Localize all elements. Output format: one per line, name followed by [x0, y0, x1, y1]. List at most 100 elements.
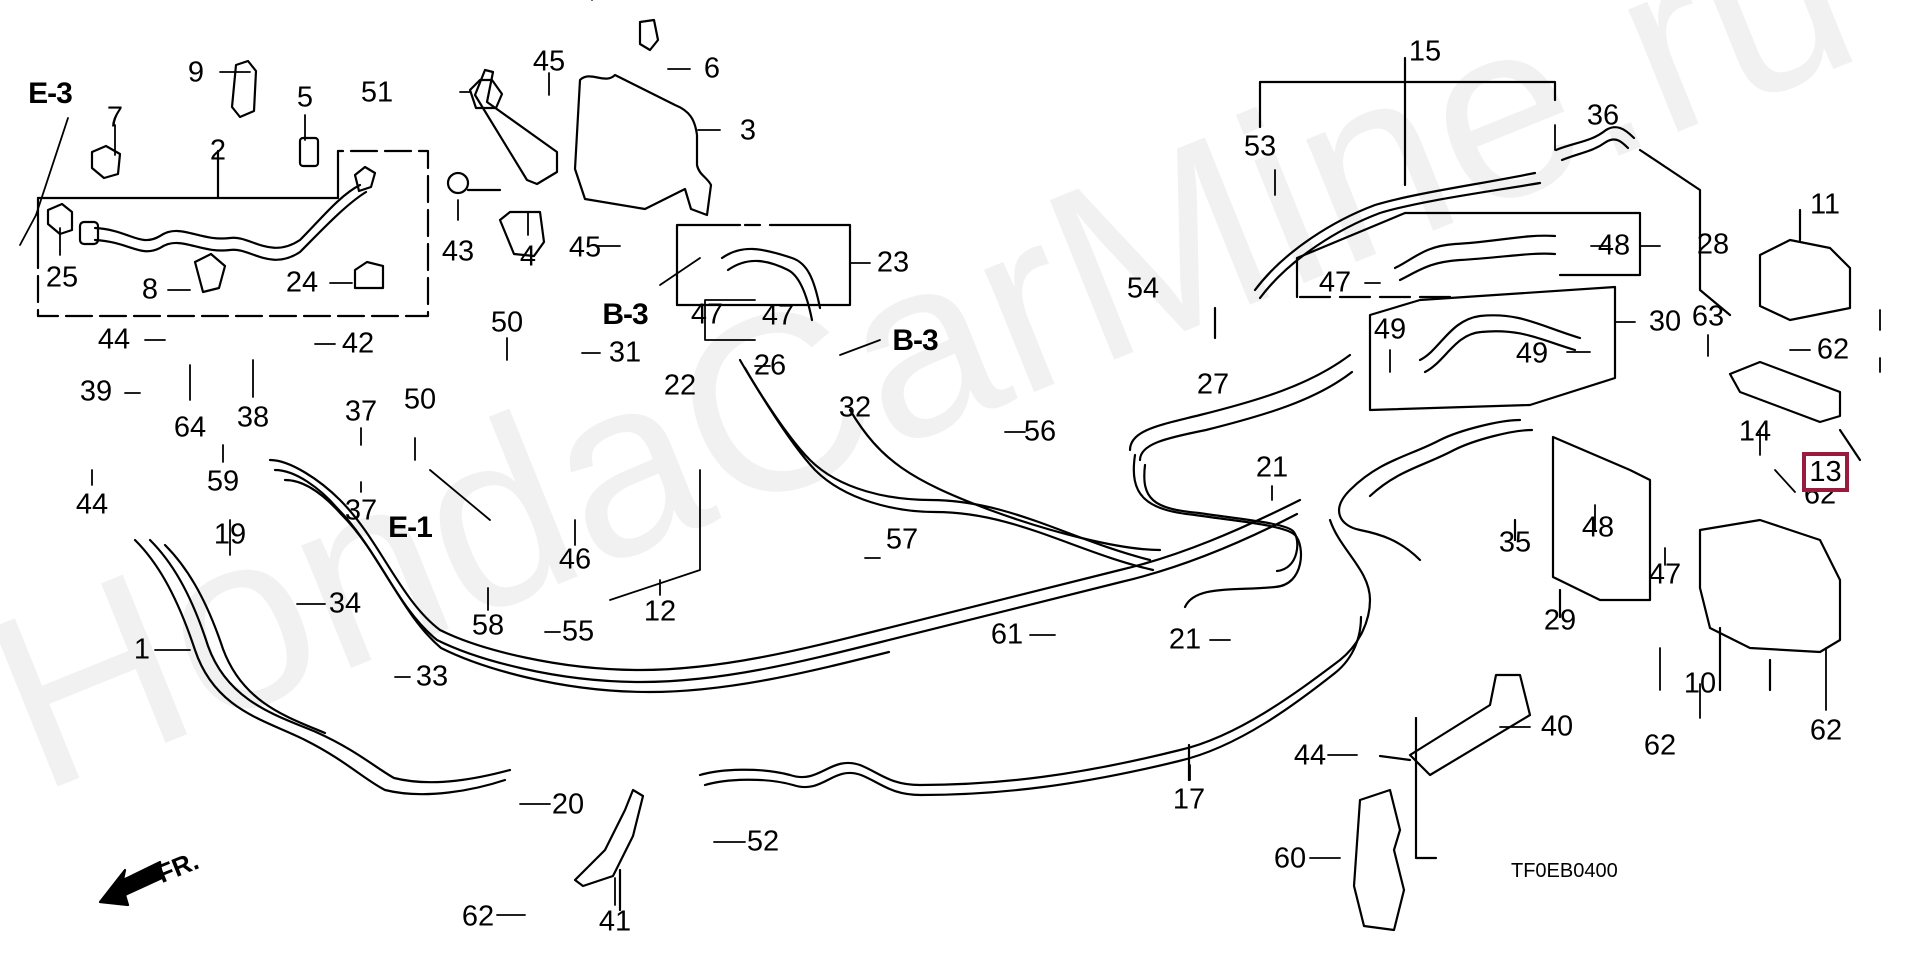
part-label[interactable]: 29	[1543, 604, 1577, 637]
part-label[interactable]: 3	[739, 114, 757, 147]
part-label[interactable]: 46	[558, 543, 592, 576]
part-label[interactable]: 41	[598, 905, 632, 938]
part-label[interactable]: 40	[1540, 710, 1574, 743]
part-label[interactable]: 33	[415, 660, 449, 693]
part-label[interactable]: 5	[296, 81, 314, 114]
group-box-29	[1551, 435, 1652, 619]
part-label[interactable]: 14	[1738, 415, 1772, 448]
part-label[interactable]: 62	[1643, 729, 1677, 762]
part-label[interactable]: 44	[1293, 739, 1327, 772]
part-label[interactable]: 21	[1255, 451, 1289, 484]
hose-2	[78, 165, 377, 261]
part-label[interactable]: 58	[471, 609, 505, 642]
section-ref-e3[interactable]: E-3	[28, 77, 73, 110]
part-label[interactable]: 57	[885, 523, 919, 556]
part-label[interactable]: 61	[990, 618, 1024, 651]
pipe-1	[133, 538, 512, 796]
part-label[interactable]: 8	[141, 273, 159, 306]
part-label[interactable]: 34	[328, 587, 362, 620]
clip-60	[1352, 788, 1406, 932]
part-label[interactable]: 62	[1816, 333, 1850, 366]
part-label[interactable]: 20	[551, 788, 585, 821]
section-ref-b3-b[interactable]: B-3	[892, 324, 938, 357]
part-label[interactable]: 24	[285, 266, 319, 299]
part-label[interactable]: 60	[1273, 842, 1307, 875]
part-label[interactable]: 22	[663, 369, 697, 402]
bracket-4	[446, 68, 559, 195]
part-label[interactable]: 52	[746, 825, 780, 858]
part-label[interactable]: 37	[344, 494, 378, 527]
part-label[interactable]: 12	[643, 595, 677, 628]
part-label[interactable]: 23	[876, 246, 910, 279]
part-label[interactable]: 48	[1581, 511, 1615, 544]
part-label[interactable]: 2	[209, 134, 227, 167]
part-label[interactable]: 6	[703, 52, 721, 85]
pipe-15	[1253, 126, 1732, 317]
part-label[interactable]: 49	[1373, 313, 1407, 346]
diagram-code: TF0EB0400	[1511, 860, 1618, 882]
part-label[interactable]: 28	[1696, 228, 1730, 261]
part-label[interactable]: 45	[568, 231, 602, 264]
part-label[interactable]: 53	[1243, 130, 1277, 163]
part-label[interactable]: 7	[106, 101, 124, 134]
main-fuel-pipes	[268, 358, 1302, 694]
part-label[interactable]: 62	[461, 900, 495, 933]
part-label[interactable]: 54	[1126, 272, 1160, 305]
part-label[interactable]: 59	[206, 465, 240, 498]
highlighted-part-13[interactable]: 13	[1802, 452, 1849, 492]
part-label[interactable]: 35	[1498, 526, 1532, 559]
part-label[interactable]: 47	[1648, 558, 1682, 591]
part-label[interactable]: 31	[608, 336, 642, 369]
part-label[interactable]: 1	[133, 633, 151, 666]
part-label[interactable]: 4	[519, 240, 537, 273]
part-label[interactable]: 11	[1809, 188, 1841, 221]
part-label[interactable]: 47	[1318, 266, 1352, 299]
part-label[interactable]: 51	[360, 76, 394, 109]
part-label[interactable]: 27	[1196, 368, 1230, 401]
part-label[interactable]: 44	[75, 488, 109, 521]
part-label[interactable]: 55	[561, 615, 595, 648]
group-box-30	[1368, 285, 1617, 412]
part-label[interactable]: 37	[344, 395, 378, 428]
part-label[interactable]: 56	[1023, 415, 1057, 448]
part-label[interactable]: 50	[490, 306, 524, 339]
section-ref-e1[interactable]: E-1	[388, 511, 433, 544]
part-label[interactable]: 47	[761, 299, 795, 332]
part-label[interactable]: 21	[1168, 623, 1202, 656]
part-label[interactable]: 38	[236, 401, 270, 434]
part-label[interactable]: 48	[1597, 229, 1631, 262]
part-label[interactable]: 32	[838, 391, 872, 424]
group-box-23	[675, 223, 852, 322]
section-ref-b3-a[interactable]: B-3	[602, 298, 648, 331]
canister-11	[1758, 208, 1852, 322]
part-label[interactable]: 30	[1648, 305, 1682, 338]
part-label[interactable]: 17	[1172, 783, 1206, 816]
part-label[interactable]: 19	[213, 518, 247, 551]
part-label[interactable]: 49	[1515, 337, 1549, 370]
part-label[interactable]: 64	[173, 411, 207, 444]
part-label[interactable]: 50	[403, 383, 437, 416]
leader-lines	[19, 0, 1881, 916]
pipe-17	[698, 518, 1372, 797]
part-label[interactable]: 42	[341, 327, 375, 360]
part-label[interactable]: 47	[690, 298, 724, 331]
part-label[interactable]: 26	[753, 349, 787, 382]
part-label[interactable]: 62	[1809, 714, 1843, 747]
part-label[interactable]: 10	[1683, 667, 1717, 700]
part-label[interactable]: 25	[45, 261, 79, 294]
part-label[interactable]: 39	[79, 375, 113, 408]
part-label[interactable]: 15	[1408, 35, 1442, 68]
part-label[interactable]: 45	[532, 45, 566, 78]
part-label[interactable]: 9	[187, 56, 205, 89]
group-box-2	[36, 149, 430, 318]
part-label[interactable]: 36	[1586, 99, 1620, 132]
bracket-40	[1378, 673, 1532, 860]
front-arrow-icon	[98, 860, 164, 907]
hose-35	[1338, 418, 1534, 562]
part-label[interactable]: 44	[97, 323, 131, 356]
part-label[interactable]: 43	[441, 235, 475, 268]
part-label[interactable]: 63	[1691, 300, 1725, 333]
bracket-13	[1728, 360, 1862, 462]
